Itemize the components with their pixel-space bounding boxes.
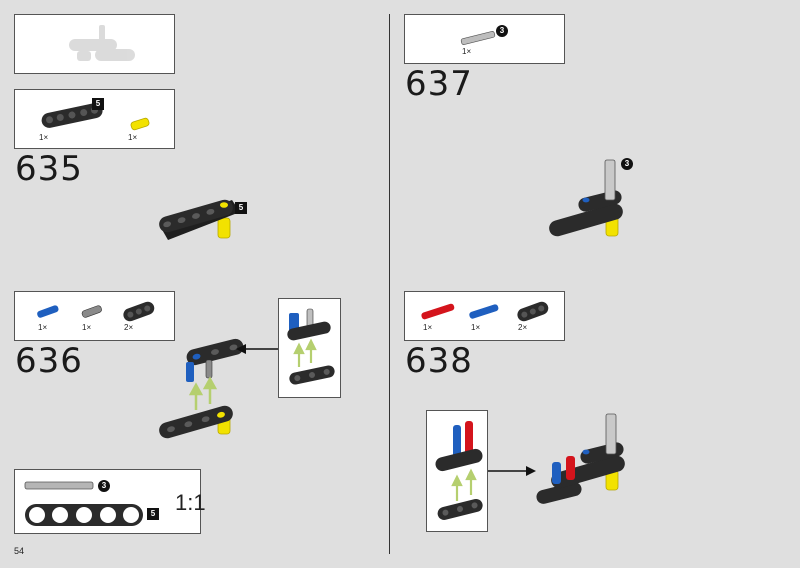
grey-pin-part (81, 305, 102, 318)
red-pin-part (421, 303, 455, 320)
length-callout-3: 3 (496, 25, 508, 37)
sub-assembly-636 (278, 298, 341, 398)
step-number-636: 636 (15, 341, 83, 381)
length-callout-5: 5 (92, 98, 104, 110)
qty-label-beam: 2× (518, 323, 528, 332)
qty-label-pin: 1× (128, 133, 138, 142)
length-callout-3: 3 (621, 158, 633, 170)
blue-pin-part (37, 305, 59, 318)
qty-label-axle: 1× (462, 47, 472, 56)
blue-pin-part (469, 304, 499, 319)
previous-step-thumbnail (14, 14, 175, 74)
qty-label-beam: 1× (39, 133, 49, 142)
step-number-635: 635 (15, 149, 83, 189)
parts-list-635: 5 1× 1× (14, 89, 175, 149)
qty-label-red-pin: 1× (423, 323, 433, 332)
black-beam-5-part (41, 103, 103, 128)
length-callout-3: 3 (98, 480, 110, 492)
axle-3-silhouette (24, 481, 94, 490)
black-beam-3-part (123, 301, 155, 322)
length-callout-5: 5 (235, 202, 247, 214)
sub-assembly-image (435, 421, 483, 520)
qty-label-beam: 2× (124, 323, 134, 332)
faded-model-image (69, 25, 135, 61)
beam-5-silhouette (25, 504, 143, 526)
qty-label-blue-pin: 1× (38, 323, 48, 332)
scale-label: 1:1 (175, 490, 206, 515)
qty-label-blue-pin: 1× (471, 323, 481, 332)
length-ruler-box: 3 5 1:1 (14, 469, 206, 534)
length-callout-5: 5 (147, 508, 159, 520)
parts-list-637: 3 1× (404, 14, 565, 64)
qty-label-grey-pin: 1× (82, 323, 92, 332)
step-number-638: 638 (405, 341, 473, 381)
yellow-pin-part (130, 117, 150, 131)
page-divider (389, 14, 390, 554)
grey-axle-3-part (460, 31, 496, 45)
black-beam-3-part (517, 301, 549, 322)
parts-list-638: 1× 1× 2× (404, 291, 565, 341)
sub-assembly-638 (426, 410, 488, 532)
page-number: 54 (14, 546, 25, 556)
sub-assembly-image (287, 308, 335, 385)
parts-list-636: 1× 1× 2× (14, 291, 175, 341)
step-number-637: 637 (405, 64, 473, 104)
